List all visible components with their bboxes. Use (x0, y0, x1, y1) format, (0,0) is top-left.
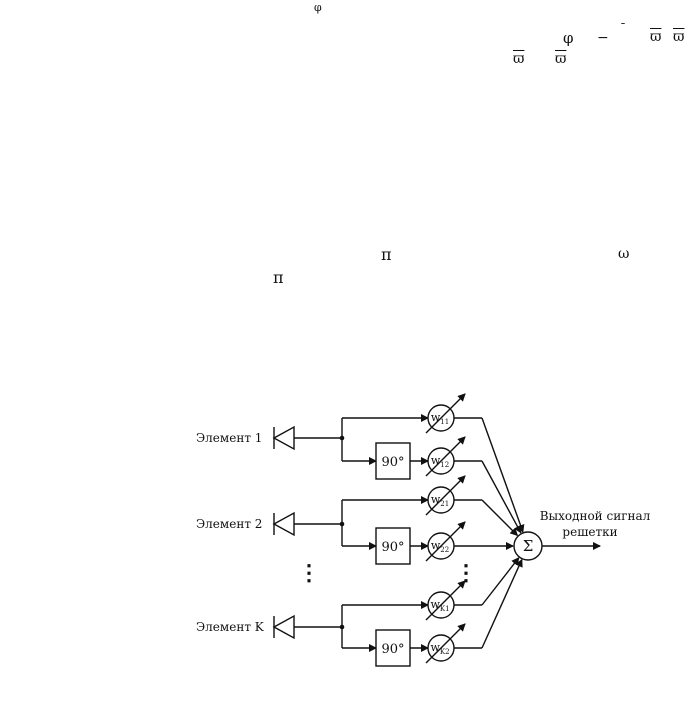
weight-label: w12 (431, 454, 449, 469)
element-label: Элемент K (196, 620, 265, 634)
omega-symbol: ω (618, 246, 630, 262)
phase-shifter-box (375, 629, 411, 667)
summation-node: Σ (513, 531, 543, 561)
omega-bar-symbol: ϖ (513, 51, 525, 67)
array-element-3: Элемент K 90° wK1 wK2 (196, 557, 523, 667)
omega-bar-symbol: ϖ (650, 29, 662, 45)
weight-label: w21 (431, 493, 449, 508)
pi-symbol: π (273, 268, 284, 287)
antenna-icon (272, 511, 295, 537)
weight-label: w22 (431, 539, 449, 554)
array-element-2: Элемент 2 90° w21 w22 (196, 475, 519, 565)
output-label: решетки (562, 525, 617, 539)
sum-symbol: Σ (523, 537, 534, 555)
output-label: Выходной сигнал (540, 509, 651, 523)
weight-label: w11 (431, 411, 449, 426)
macron-symbol: ¯ (620, 21, 626, 35)
omega-bar-symbol: ϖ (555, 51, 567, 67)
antenna-icon (272, 614, 295, 640)
phase-shifter-label: 90° (381, 455, 404, 470)
element-label: Элемент 2 (196, 517, 262, 531)
weight-label: wK2 (430, 641, 449, 656)
omega-bar-symbol: ϖ (673, 29, 685, 45)
phase-shifter-label: 90° (381, 642, 404, 657)
ellipsis-right: ⋮ (455, 560, 477, 586)
phase-shifter-label: 90° (381, 540, 404, 555)
weight-label: wK1 (430, 598, 449, 613)
pi-symbol: π (381, 245, 392, 264)
array-element-1: Элемент 1 90° w11 w12 (196, 393, 525, 534)
phase-shifter-box (375, 527, 411, 565)
minus-symbol: − (597, 30, 609, 46)
element-label: Элемент 1 (196, 431, 262, 445)
antenna-icon (272, 425, 295, 451)
ellipsis-left: ⋮ (298, 560, 320, 586)
phi-symbol: φ (563, 29, 574, 47)
phi-small-symbol: φ (314, 1, 322, 14)
